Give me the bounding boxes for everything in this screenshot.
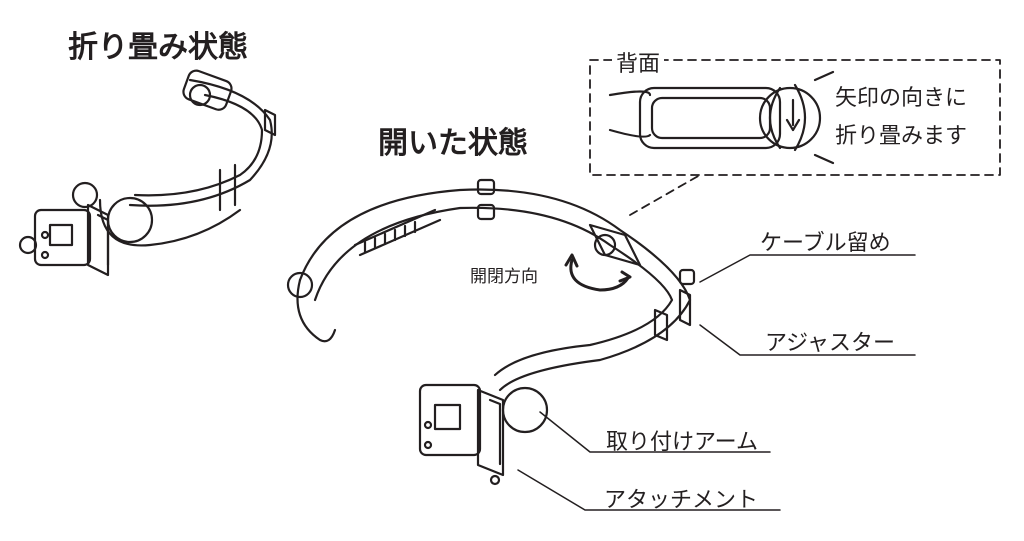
open-state-title: 開いた状態 (378, 126, 528, 161)
rear-label: 背面 (612, 46, 665, 78)
folded-state-title: 折り畳み状態 (68, 30, 248, 65)
mount-arm-label: 取り付けアーム (606, 430, 759, 455)
folded-headband-drawing (18, 69, 277, 277)
cable-clip-label: ケーブル留め (760, 231, 891, 256)
fold-arrow-icon (785, 98, 801, 132)
adjuster-label: アジャスター (765, 331, 896, 356)
rear-view-inset (589, 59, 1001, 216)
fold-note-line2: 折り畳みます (835, 124, 968, 149)
attachment-label: アタッチメント (604, 488, 759, 513)
direction-label: 開閉方向 (470, 267, 538, 287)
callout-leaders (517, 254, 916, 511)
fold-note-line1: 矢印の向きに (835, 86, 968, 111)
open-headband-drawing (286, 178, 696, 486)
